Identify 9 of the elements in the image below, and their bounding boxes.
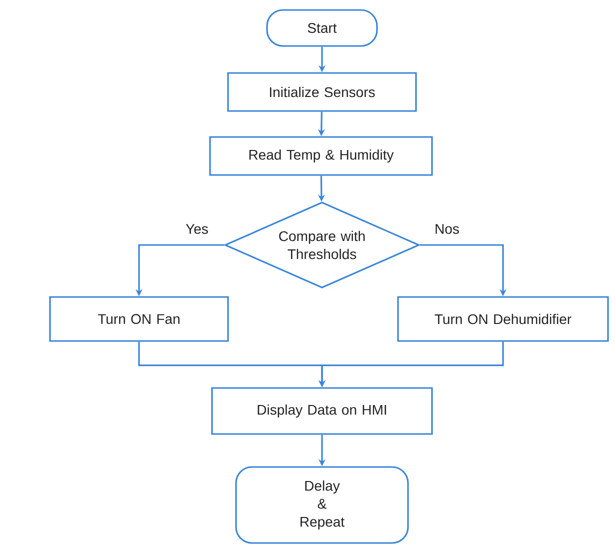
- process-box: Turn ON Fan: [49, 296, 229, 342]
- process-box: Initialize Sensors: [227, 72, 417, 112]
- terminal-box: Delay & Repeat: [235, 466, 409, 544]
- process-box: Display Data on HMI: [211, 387, 433, 435]
- terminal-box: Start: [266, 9, 378, 47]
- process-box: Turn ON Dehumidifier: [397, 296, 609, 342]
- process-box: Read Temp & Humidity: [209, 136, 433, 176]
- edge-label: Yes: [184, 223, 210, 235]
- edge-label: Nos: [434, 223, 460, 235]
